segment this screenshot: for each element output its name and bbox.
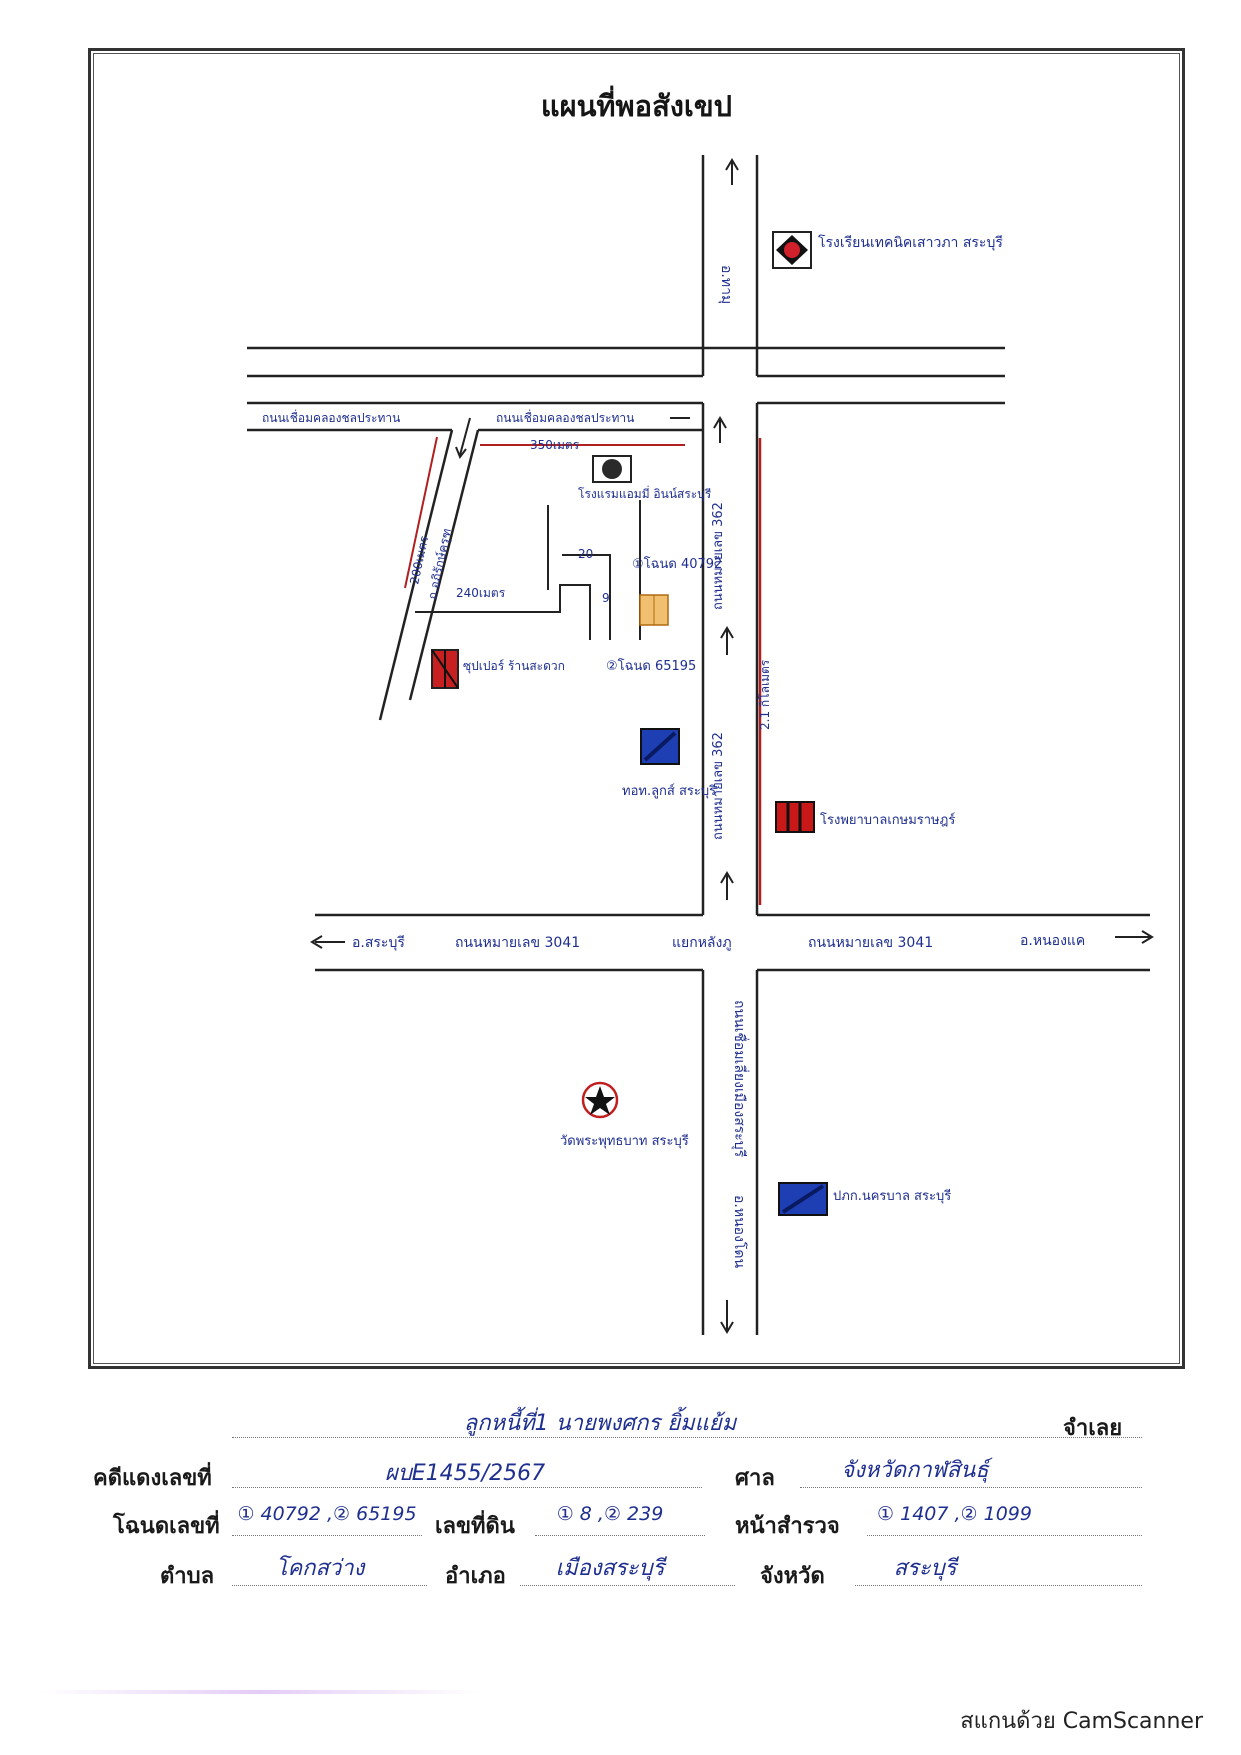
deed-value: ① 40792 ,② 65195	[237, 1503, 417, 1525]
dist-20-label: 20	[578, 547, 593, 561]
deed-1-label: ①โฉนด 40792	[632, 556, 722, 572]
scanner-watermark: สแกนด้วย CamScanner	[960, 1709, 1203, 1734]
form-line	[867, 1535, 1142, 1536]
school-icon	[592, 455, 632, 483]
store-label: ซุปเปอร์ ร้านสะดวก	[463, 659, 565, 674]
land-plot-icon	[639, 594, 669, 626]
road-center-top-label: ถนนเชื่อมคลองชลประทาน	[496, 409, 634, 425]
road-line	[415, 584, 591, 640]
land-no-value: ① 8 ,② 239	[556, 1503, 664, 1525]
road-left-top-label: ถนนเชื่อมคลองชลประทาน	[262, 409, 400, 425]
temple-label: วัดพระพุทธบาท สระบุรี	[560, 1133, 689, 1149]
district-label: อำเภอ	[445, 1564, 506, 1589]
land-no-label: เลขที่ดิน	[435, 1514, 515, 1539]
map-title: แผนที่พอสังเขป	[540, 89, 733, 123]
defendant-label: จำเลย	[1063, 1416, 1123, 1441]
road-main-left-label: ถนนหมายเลข 3041	[455, 935, 580, 951]
court-value: จังหวัดกาฬสินธุ์	[841, 1458, 989, 1483]
to-north-label: อ.ทามุ	[718, 265, 734, 304]
bank-icon	[640, 728, 680, 765]
deed-label: โฉนดเลขที่	[113, 1514, 220, 1539]
subdistrict-value: โคกสว่าง	[275, 1556, 365, 1581]
form-line	[855, 1585, 1142, 1586]
road-main-right-label: ถนนหมายเลข 3041	[808, 935, 933, 951]
case-value: ผบE1455/2567	[384, 1461, 546, 1486]
school-label: โรงแรมแอมมี่ อินน์สระบุรี	[578, 485, 712, 502]
defendant-value: ลูกหนี้ที่1 นายพงศกร ยิ้มแย้ม	[463, 1411, 737, 1436]
form-line	[520, 1585, 735, 1586]
clinic-label: โรงพยาบาลเกษมราษฎร์	[820, 812, 955, 828]
road-vertical-upper-label: ถนนหมายเลข 362	[711, 502, 726, 610]
form-line	[232, 1487, 702, 1488]
dist-21-label: 2.1 กิโลเมตร	[758, 659, 772, 730]
to-east-label: อ.หนองแค	[1020, 933, 1085, 949]
scan-smudge	[40, 1690, 480, 1694]
map-frame: แผนที่พอสังเขป	[88, 48, 1185, 1369]
form-line	[232, 1437, 1142, 1438]
deed-2-label: ②โฉนด 65195	[606, 658, 696, 674]
bank-label: ทอท.ลูกส์ สระบุรี	[622, 783, 716, 799]
province-label: จังหวัด	[760, 1564, 825, 1589]
dist-240-label: 240เมตร	[456, 586, 506, 600]
temple-icon	[581, 1081, 619, 1119]
province-value: สระบุรี	[893, 1556, 957, 1581]
north-landmark-icon	[772, 231, 812, 269]
survey-label: หน้าสำรวจ	[735, 1514, 840, 1539]
road-line	[378, 429, 454, 721]
subdistrict-label: ตำบล	[160, 1564, 215, 1589]
police-label: ปภก.นครบาล สระบุรี	[833, 1188, 951, 1204]
to-west-label: อ.สระบุรี	[352, 935, 405, 951]
road-line	[562, 554, 611, 640]
road-vertical-upper2-label: ถนนหมายเลข 362	[711, 732, 726, 840]
dist-9-label: 9	[602, 591, 610, 605]
store-icon	[431, 649, 459, 689]
police-icon	[778, 1182, 828, 1216]
road-line	[408, 429, 480, 701]
case-label: คดีแดงเลขที่	[93, 1466, 212, 1491]
intersection-label: แยกหลังภู	[672, 935, 732, 951]
district-value: เมืองสระบุรี	[555, 1556, 665, 1581]
to-south-label: อ.หนองโดน	[731, 1195, 748, 1269]
form-line	[232, 1535, 422, 1536]
survey-value: ① 1407 ,② 1099	[877, 1503, 1032, 1525]
road-vertical-lower-label: ถนนเชื่อมเลี่ยงเมืองสระบุรี	[731, 1000, 749, 1158]
form-line	[535, 1535, 705, 1536]
dist-350-label: 350เมตร	[530, 438, 580, 452]
court-label: ศาล	[735, 1466, 775, 1491]
form-line	[800, 1487, 1142, 1488]
clinic-icon	[775, 801, 815, 833]
arrow-icon	[310, 158, 1154, 1334]
form-line	[232, 1585, 427, 1586]
north-landmark-label: โรงเรียนเทคนิคเสาวภา สระบุรี	[818, 234, 1003, 251]
red-measure-line	[404, 436, 438, 589]
